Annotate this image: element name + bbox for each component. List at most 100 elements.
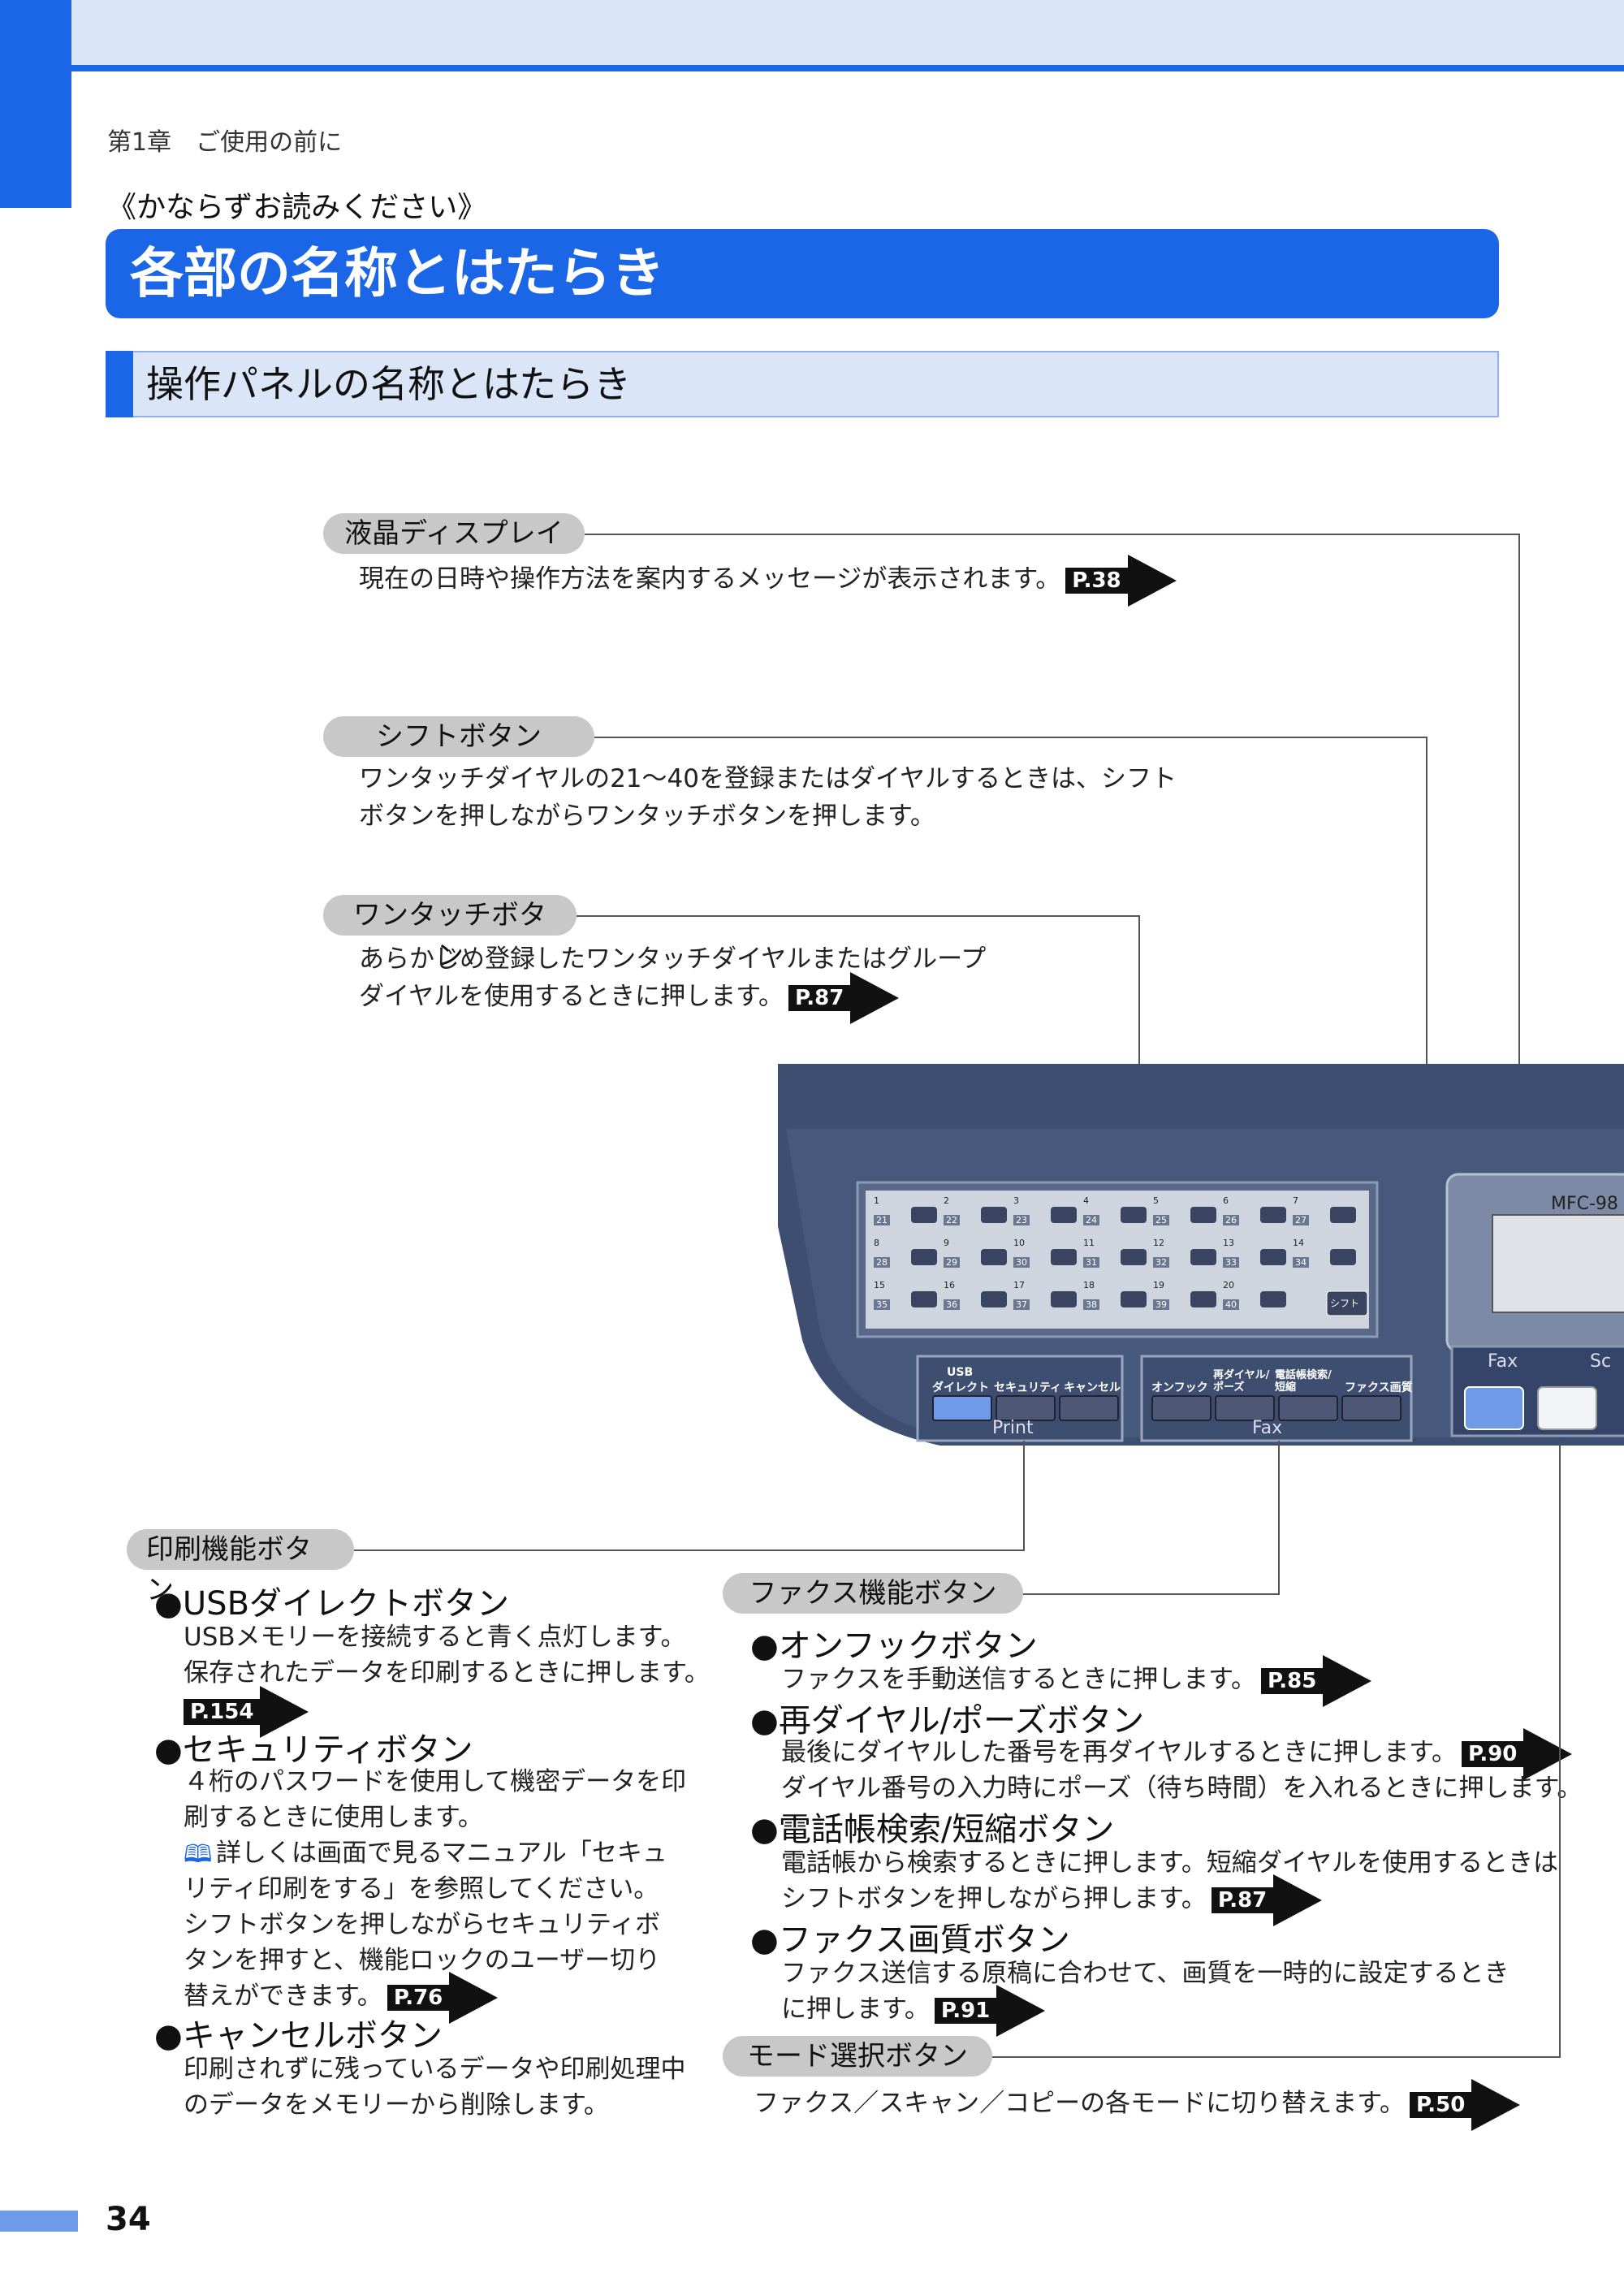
phonebook-key[interactable] [1278, 1395, 1338, 1421]
onhook-desc: ファクスを手動送信するときに押します。P.85 [781, 1654, 1378, 1707]
redial-key[interactable] [1215, 1395, 1275, 1421]
one-touch-key[interactable] [981, 1249, 1007, 1265]
print-functions-label: 印刷機能ボタン [127, 1529, 354, 1606]
one-touch-key-number: 6 [1223, 1195, 1229, 1206]
one-touch-key[interactable] [911, 1291, 937, 1307]
one-touch-key-shift-number: 21 [874, 1215, 890, 1225]
page-ref-badge[interactable]: P.154 [184, 1685, 310, 1738]
one-touch-key[interactable] [1260, 1291, 1286, 1307]
page-ref-badge[interactable]: P.85 [1260, 1654, 1372, 1707]
one-touch-key[interactable] [1190, 1207, 1216, 1223]
one-touch-key[interactable] [1260, 1249, 1286, 1265]
section-banner [106, 351, 1499, 417]
page-ref-badge[interactable]: P.90 [1462, 1727, 1574, 1780]
fax-quality-title: ●ファクス画質ボタン [750, 1921, 1070, 1959]
one-touch-key-shift-number: 25 [1153, 1215, 1169, 1225]
one-touch-key[interactable] [1330, 1207, 1356, 1223]
one-touch-key[interactable] [1190, 1291, 1216, 1307]
one-touch-key-shift-number: 24 [1083, 1215, 1099, 1225]
page-number: 34 [106, 2201, 151, 2238]
shift-leader-v [1426, 737, 1427, 1307]
one-touch-key[interactable] [1121, 1249, 1147, 1265]
page-ref-badge[interactable]: P.87 [788, 971, 900, 1024]
one-touch-key-shift-number: 22 [944, 1215, 960, 1225]
mode-leader-v [1559, 1441, 1561, 2058]
manual-book-icon: 🕮 [184, 1839, 213, 1869]
phonebook-title: ●電話帳検索/短縮ボタン [750, 1811, 1115, 1848]
usb-direct-ref: P.154 [184, 1685, 315, 1738]
mode-select-desc: ファクス／スキャン／コピーの各モードに切り替えます。P.50 [754, 2078, 1527, 2131]
section-title: 操作パネルの名称とはたらき [146, 362, 632, 406]
security-desc-4: リティ印刷をする」を参照してください。 [184, 1874, 659, 1904]
one-touch-key[interactable] [1051, 1291, 1077, 1307]
lcd-leader-v [1518, 534, 1520, 1244]
security-desc-3: 🕮詳しくは画面で見るマニュアル「セキュ [184, 1839, 667, 1869]
onetouch-description-1: あらかじめ登録したワンタッチダイヤルまたはグループ [359, 944, 987, 974]
one-touch-key[interactable] [1190, 1249, 1216, 1265]
page-ref-badge[interactable]: P.87 [1211, 1874, 1323, 1926]
security-desc-7: 替えができます。P.76 [184, 1971, 504, 2024]
one-touch-key-shift-number: 40 [1223, 1299, 1239, 1310]
fax-quality-key-label: ファクス画質 [1345, 1381, 1413, 1394]
one-touch-key-shift-number: 38 [1083, 1299, 1099, 1310]
one-touch-key-number: 13 [1223, 1238, 1234, 1248]
usb-direct-desc-1: USBメモリーを接続すると青く点灯します。 [184, 1623, 686, 1652]
title-banner [106, 229, 1499, 318]
shift-description-1: ワンタッチダイヤルの21～40を登録またはダイヤルするときは、シフト [359, 764, 1177, 793]
lcd-description: 現在の日時や操作方法を案内するメッセージが表示されます。P.38 [359, 554, 1183, 607]
security-key[interactable] [996, 1395, 1056, 1421]
onhook-key[interactable] [1151, 1395, 1212, 1421]
page-ref-badge[interactable]: P.38 [1065, 554, 1177, 607]
print-leader-h [354, 1549, 1025, 1551]
fax-quality-key[interactable] [1341, 1395, 1402, 1421]
one-touch-key[interactable] [1051, 1249, 1077, 1265]
chapter-side-tab [0, 0, 71, 208]
one-touch-key-shift-number: 32 [1153, 1257, 1169, 1268]
phonebook-desc-2: シフトボタンを押しながら押します。P.87 [781, 1874, 1328, 1926]
one-touch-key-number: 2 [944, 1195, 949, 1206]
one-touch-key-number: 18 [1083, 1280, 1095, 1290]
pretitle: 《かならずお読みください》 [107, 191, 487, 224]
one-touch-key-shift-number: 34 [1293, 1257, 1309, 1268]
chapter-label: 第1章 ご使用の前に [107, 128, 343, 157]
one-touch-key-shift-number: 26 [1223, 1215, 1239, 1225]
section-accent [106, 351, 133, 417]
redial-desc-1: 最後にダイヤルした番号を再ダイヤルするときに押します。P.90 [781, 1727, 1579, 1780]
page-ref-badge[interactable]: P.50 [1409, 2078, 1521, 2131]
page-ref-badge[interactable]: P.91 [934, 1984, 1046, 2037]
shift-key[interactable] [1326, 1290, 1368, 1316]
one-touch-key[interactable] [911, 1249, 937, 1265]
one-touch-key-number: 3 [1013, 1195, 1019, 1206]
one-touch-key[interactable] [981, 1291, 1007, 1307]
one-touch-key-shift-number: 36 [944, 1299, 960, 1310]
fax-quality-desc-1: ファクス送信する原稿に合わせて、画質を一時的に設定するとき [781, 1959, 1510, 1988]
onetouch-description-2: ダイヤルを使用するときに押します。P.87 [359, 971, 905, 1024]
fax-leader-h [1023, 1593, 1280, 1595]
one-touch-key-shift-number: 33 [1223, 1257, 1239, 1268]
one-touch-key[interactable] [1121, 1291, 1147, 1307]
one-touch-key-number: 5 [1153, 1195, 1159, 1206]
one-touch-key[interactable] [981, 1207, 1007, 1223]
one-touch-key-number: 17 [1013, 1280, 1025, 1290]
onetouch-label: ワンタッチボタン [323, 895, 577, 972]
one-touch-key-shift-number: 28 [874, 1257, 890, 1268]
security-key-label: セキュリティ [994, 1381, 1062, 1394]
one-touch-key[interactable] [1260, 1207, 1286, 1223]
shift-leader-h [594, 737, 1427, 738]
cancel-key[interactable] [1059, 1395, 1119, 1421]
redial-key-label: 再ダイヤル/ポーズ [1213, 1369, 1270, 1394]
usb-direct-desc-2: 保存されたデータを印刷するときに押します。 [184, 1658, 710, 1688]
page-ref-badge[interactable]: P.76 [387, 1971, 499, 2024]
page-number-bar [0, 2211, 78, 2232]
cancel-desc-2: のデータをメモリーから削除します。 [184, 2090, 609, 2120]
security-desc-5: シフトボタンを押しながらセキュリティボ [184, 1910, 661, 1939]
one-touch-key[interactable] [1121, 1207, 1147, 1223]
onhook-title: ●オンフックボタン [750, 1627, 1038, 1665]
usb-direct-key[interactable] [932, 1395, 992, 1421]
security-desc-6: タンを押すと、機能ロックのユーザー切り [184, 1946, 661, 1975]
one-touch-key-number: 11 [1083, 1238, 1095, 1248]
one-touch-key[interactable] [911, 1207, 937, 1223]
one-touch-key[interactable] [1051, 1207, 1077, 1223]
one-touch-key[interactable] [1330, 1249, 1356, 1265]
onetouch-leader-v [1138, 915, 1140, 1208]
